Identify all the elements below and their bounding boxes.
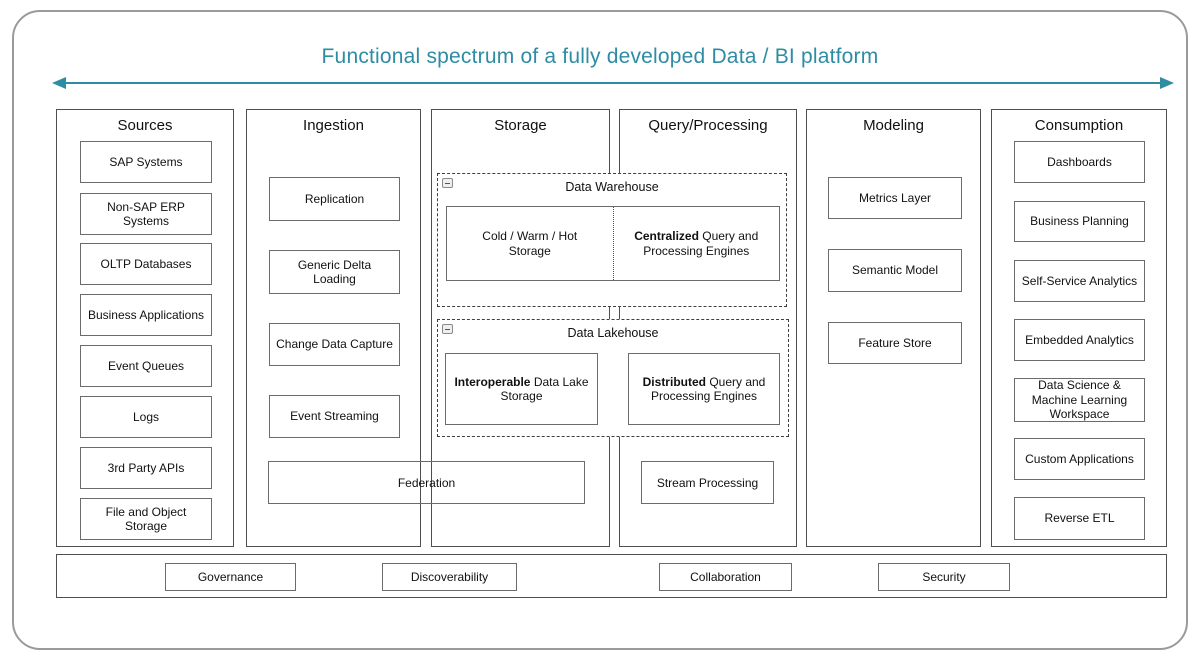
item-box: Dashboards bbox=[1014, 141, 1145, 183]
data-warehouse-label: Data Warehouse bbox=[565, 180, 659, 194]
item-box: Embedded Analytics bbox=[1014, 319, 1145, 361]
item-label: Data Science & Machine Learning Workspac… bbox=[1031, 378, 1128, 422]
item-box: File and Object Storage bbox=[80, 498, 212, 540]
arrow-left-head-icon bbox=[52, 77, 66, 89]
stream-processing-label: Stream Processing bbox=[656, 475, 759, 490]
item-label: OLTP Databases bbox=[100, 256, 192, 271]
cross-cutting-bar: Governance Discoverability Collaboration… bbox=[56, 554, 1167, 598]
item-box: Metrics Layer bbox=[828, 177, 962, 219]
column-header-query-processing: Query/Processing bbox=[648, 117, 768, 134]
item-box: Event Queues bbox=[80, 345, 212, 387]
distributed-query-engines-text: Distributed Query and Processing Engines bbox=[642, 374, 766, 403]
item-box: Business Applications bbox=[80, 294, 212, 336]
data-warehouse-split-box: Cold / Warm / Hot Storage Centralized Qu… bbox=[446, 206, 780, 281]
platform-frame: Functional spectrum of a fully developed… bbox=[12, 10, 1188, 650]
item-box: Event Streaming bbox=[269, 395, 400, 438]
item-label: File and Object Storage bbox=[105, 504, 187, 533]
minus-icon bbox=[445, 183, 450, 184]
item-box: OLTP Databases bbox=[80, 243, 212, 285]
centralized-query-text: Centralized Query and Processing Engines bbox=[634, 228, 759, 258]
column-header-modeling: Modeling bbox=[863, 117, 924, 134]
item-label: Change Data Capture bbox=[276, 337, 393, 352]
column-header-ingestion: Ingestion bbox=[303, 117, 364, 134]
item-label: 3rd Party APIs bbox=[107, 460, 185, 475]
security-box: Security bbox=[878, 563, 1010, 591]
item-label: SAP Systems bbox=[109, 154, 183, 169]
federation-label: Federation bbox=[397, 475, 456, 490]
item-label: Business Planning bbox=[1030, 214, 1129, 229]
item-label: Dashboards bbox=[1047, 154, 1112, 169]
collaboration-label: Collaboration bbox=[690, 570, 761, 584]
arrow-shaft bbox=[62, 82, 1164, 84]
item-box: Semantic Model bbox=[828, 249, 962, 292]
column-header-consumption: Consumption bbox=[1034, 117, 1124, 134]
item-box: Custom Applications bbox=[1014, 438, 1145, 480]
item-box: Logs bbox=[80, 396, 212, 438]
item-label: Non-SAP ERP Systems bbox=[107, 199, 185, 228]
item-box: Self-Service Analytics bbox=[1014, 260, 1145, 302]
security-label: Security bbox=[922, 570, 966, 584]
discoverability-box: Discoverability bbox=[382, 563, 517, 591]
cold-warm-hot-storage-cell: Cold / Warm / Hot Storage bbox=[447, 207, 614, 280]
item-label: Logs bbox=[132, 409, 160, 424]
centralized-query-cell: Centralized Query and Processing Engines bbox=[614, 207, 780, 280]
item-box: Replication bbox=[269, 177, 400, 221]
distributed-query-engines-box: Distributed Query and Processing Engines bbox=[628, 353, 780, 425]
governance-box: Governance bbox=[165, 563, 296, 591]
column-header-sources: Sources bbox=[117, 117, 173, 134]
collapse-icon[interactable] bbox=[442, 178, 453, 188]
item-box: Non-SAP ERP Systems bbox=[80, 193, 212, 235]
item-label: Custom Applications bbox=[1025, 451, 1134, 466]
minus-icon bbox=[445, 329, 450, 330]
item-box: Generic Delta Loading bbox=[269, 250, 400, 294]
item-label: Self-Service Analytics bbox=[1021, 273, 1138, 288]
item-label: Semantic Model bbox=[851, 263, 939, 278]
item-box: SAP Systems bbox=[80, 141, 212, 183]
cold-warm-hot-storage-text: Cold / Warm / Hot Storage bbox=[482, 228, 578, 258]
governance-label: Governance bbox=[197, 570, 264, 584]
item-label: Embedded Analytics bbox=[1025, 332, 1134, 347]
item-box: Feature Store bbox=[828, 322, 962, 364]
stream-processing-box: Stream Processing bbox=[641, 461, 774, 504]
column-header-storage: Storage bbox=[494, 117, 547, 134]
interoperable-data-lake-storage-text: Interoperable Data Lake Storage bbox=[454, 374, 589, 403]
item-label: Feature Store bbox=[858, 335, 932, 350]
collapse-icon[interactable] bbox=[442, 324, 453, 334]
item-label: Replication bbox=[304, 191, 365, 206]
arrow-right-head-icon bbox=[1160, 77, 1174, 89]
item-box: Reverse ETL bbox=[1014, 497, 1145, 540]
item-label: Event Queues bbox=[107, 358, 185, 373]
interoperable-data-lake-storage-box: Interoperable Data Lake Storage bbox=[445, 353, 598, 425]
item-label: Event Streaming bbox=[290, 409, 379, 424]
item-label: Generic Delta Loading bbox=[297, 257, 372, 286]
discoverability-label: Discoverability bbox=[410, 570, 489, 584]
data-lakehouse-label: Data Lakehouse bbox=[567, 326, 659, 340]
item-box: 3rd Party APIs bbox=[80, 447, 212, 489]
item-label: Reverse ETL bbox=[1044, 511, 1115, 526]
item-label: Business Applications bbox=[87, 307, 205, 322]
spectrum-arrow bbox=[52, 77, 1174, 89]
item-box: Change Data Capture bbox=[269, 323, 400, 366]
data-lakehouse-group: Data Lakehouse Interoperable Data Lake S… bbox=[437, 319, 789, 437]
item-box: Business Planning bbox=[1014, 201, 1145, 242]
collaboration-box: Collaboration bbox=[659, 563, 792, 591]
federation-box: Federation bbox=[268, 461, 585, 504]
item-label: Metrics Layer bbox=[858, 190, 932, 205]
item-box: Data Science & Machine Learning Workspac… bbox=[1014, 378, 1145, 422]
data-warehouse-group: Data Warehouse Cold / Warm / Hot Storage… bbox=[437, 173, 787, 307]
diagram-title: Functional spectrum of a fully developed… bbox=[321, 45, 879, 68]
